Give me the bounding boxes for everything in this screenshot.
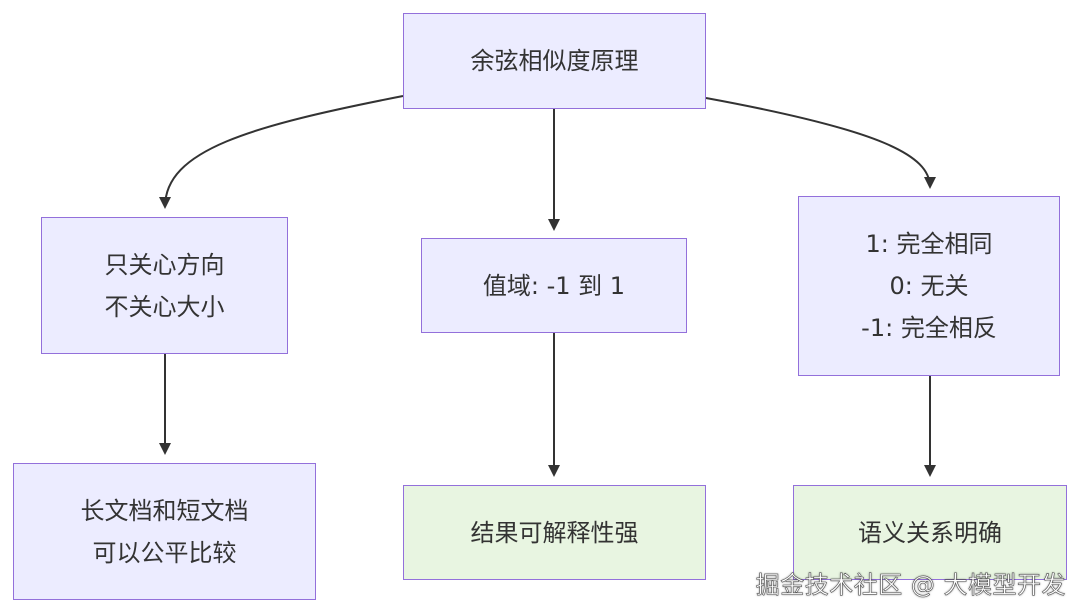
- edge-root-to-direction: [159, 95, 404, 209]
- semantic-node: 语义关系明确: [793, 485, 1067, 580]
- fair-comparison-line-1: 长文档和短文档: [80, 496, 249, 525]
- watermark: 掘金技术社区 @ 大模型开发: [755, 571, 1066, 600]
- semantic-label: 语义关系明确: [858, 518, 1002, 547]
- root-label: 余弦相似度原理: [470, 47, 639, 75]
- values-line-1: 1: 完全相同: [865, 230, 993, 258]
- values-line-3: -1: 完全相反: [861, 314, 997, 342]
- fair-comparison-line-2: 可以公平比较: [92, 538, 237, 567]
- direction-node: 只关心方向 不关心大小: [41, 217, 288, 354]
- direction-line-1: 只关心方向: [104, 250, 225, 279]
- values-line-2: 0: 无关: [889, 272, 969, 300]
- range-node: 值域: -1 到 1: [421, 238, 687, 333]
- edge-root-to-values: [705, 97, 936, 189]
- values-node: 1: 完全相同 0: 无关 -1: 完全相反: [798, 196, 1060, 376]
- root-node: 余弦相似度原理: [403, 13, 706, 109]
- interpretable-label: 结果可解释性强: [470, 518, 639, 547]
- fair-comparison-node: 长文档和短文档 可以公平比较: [13, 463, 316, 600]
- interpretable-node: 结果可解释性强: [403, 485, 706, 580]
- range-label: 值域: -1 到 1: [482, 271, 626, 300]
- direction-line-2: 不关心大小: [104, 292, 225, 321]
